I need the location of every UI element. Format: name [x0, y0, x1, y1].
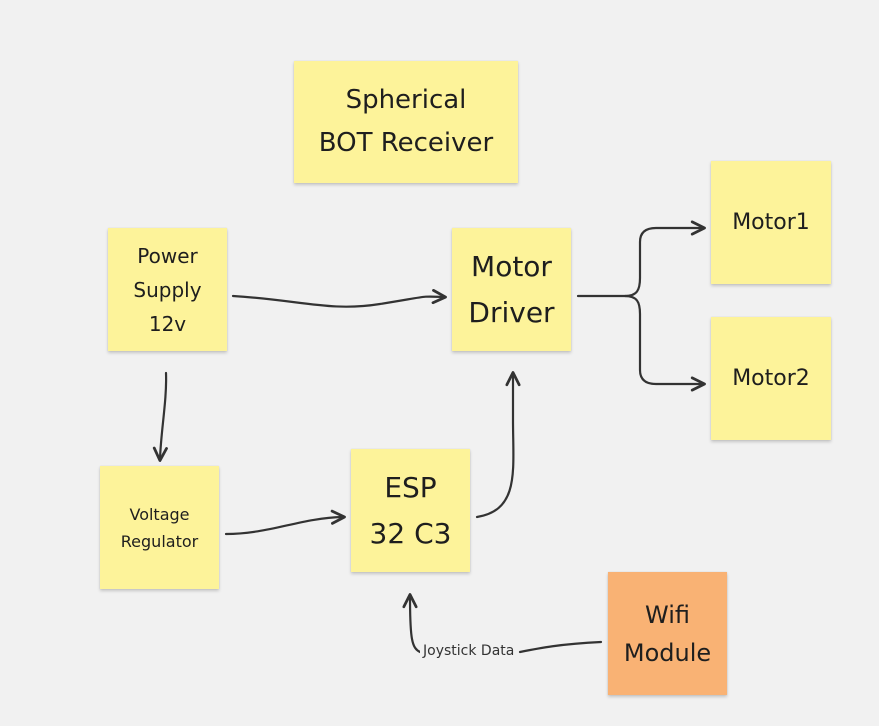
edge-driver-to-motor2: [623, 294, 706, 392]
motor1-text: Motor1: [732, 209, 810, 235]
motor2-text: Motor2: [732, 365, 810, 391]
motor1-note[interactable]: Motor1: [711, 161, 831, 284]
edge-power-to-driver: [231, 289, 447, 308]
wifi-module-note[interactable]: Wifi Module: [608, 572, 727, 695]
esp32-c3-text: ESP 32 C3: [369, 470, 452, 550]
title-text: Spherical BOT Receiver: [318, 85, 494, 158]
voltage-regulator-text: Voltage Regulator: [120, 504, 199, 551]
edge-esp-to-driver: [475, 371, 521, 519]
motor-driver-text: Motor Driver: [468, 249, 555, 329]
voltage-regulator-note[interactable]: Voltage Regulator: [100, 466, 219, 589]
edge-wifi-to-esp: [410, 596, 603, 654]
wifi-module-text: Wifi Module: [623, 600, 712, 667]
power-supply-text: Power Supply 12v: [133, 243, 202, 336]
motor-driver-note[interactable]: Motor Driver: [452, 228, 571, 351]
esp32-c3-note[interactable]: ESP 32 C3: [351, 449, 470, 572]
edge-power-to-regulator: [152, 371, 168, 462]
edge-driver-to-motor1: [576, 220, 706, 298]
motor2-note[interactable]: Motor2: [711, 317, 831, 440]
edge-label-joystick-data: Joystick Data: [420, 643, 518, 659]
title-note[interactable]: Spherical BOT Receiver: [294, 61, 518, 183]
edge-regulator-to-esp: [224, 509, 346, 536]
power-supply-note[interactable]: Power Supply 12v: [108, 228, 227, 351]
